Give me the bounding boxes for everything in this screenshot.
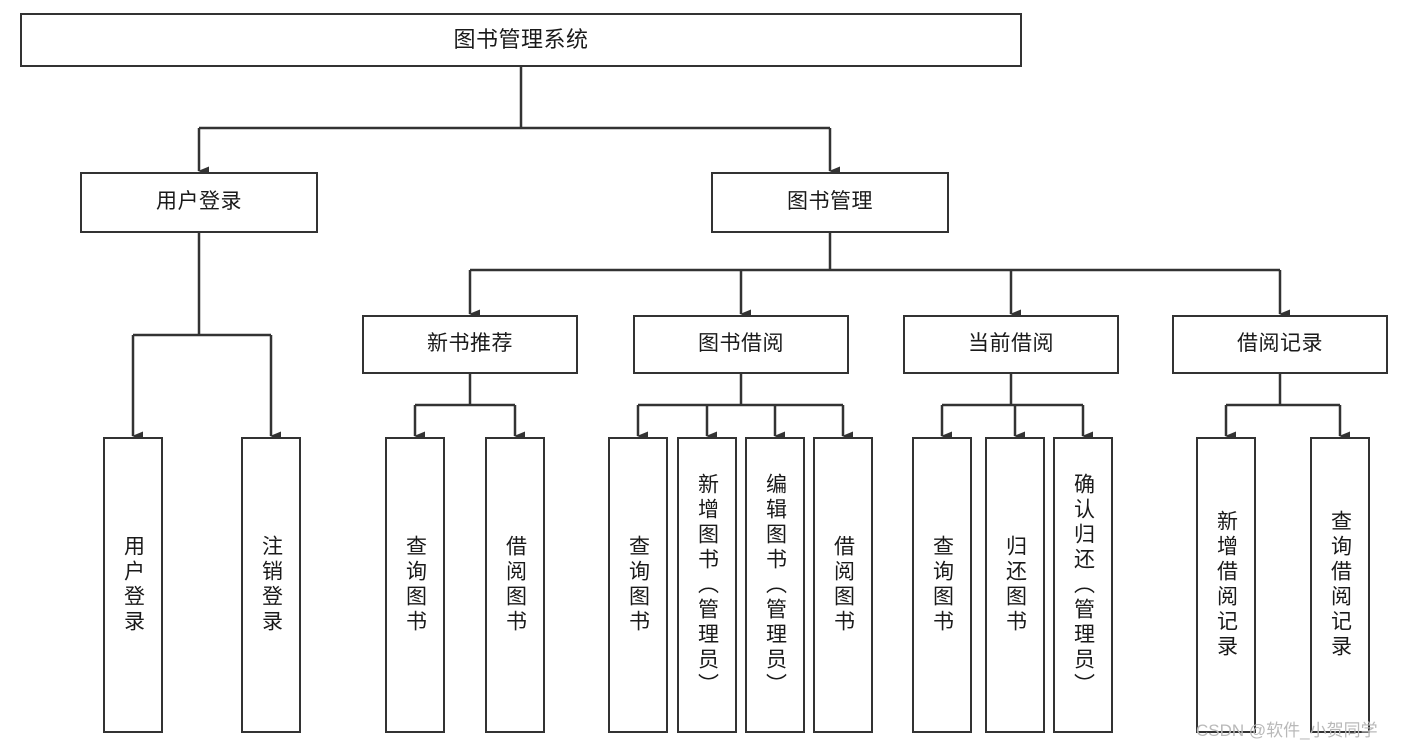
node-label: 新书推荐 [427, 332, 513, 356]
node-label: 借阅图书 [503, 535, 527, 635]
node-label: 确认归还（管理员） [1071, 472, 1095, 698]
node-label: 新增借阅记录 [1214, 510, 1238, 660]
node-root[interactable]: 图书管理系统 [20, 13, 1022, 67]
node-label: 查询图书 [930, 535, 954, 635]
node-label: 图书管理系统 [453, 27, 589, 53]
node-label: 图书管理 [787, 190, 873, 214]
node-label: 用户登录 [121, 535, 145, 635]
node-new-book-rec[interactable]: 新书推荐 [362, 315, 578, 374]
node-leaf-query-record[interactable]: 查询借阅记录 [1310, 437, 1370, 733]
node-leaf-user-login[interactable]: 用户登录 [103, 437, 163, 733]
node-label: 查询借阅记录 [1328, 510, 1352, 660]
edge-group [131, 67, 1350, 441]
node-leaf-query-book-current[interactable]: 查询图书 [912, 437, 972, 733]
node-label: 编辑图书（管理员） [763, 472, 787, 698]
node-label: 注销登录 [259, 535, 283, 635]
node-leaf-query-book-rec[interactable]: 查询图书 [385, 437, 445, 733]
node-label: 图书借阅 [698, 332, 784, 356]
node-leaf-borrow-book[interactable]: 借阅图书 [813, 437, 873, 733]
node-label: 查询图书 [626, 535, 650, 635]
node-current-borrow[interactable]: 当前借阅 [903, 315, 1119, 374]
node-label: 当前借阅 [968, 332, 1054, 356]
node-book-manage[interactable]: 图书管理 [711, 172, 949, 233]
node-book-borrow[interactable]: 图书借阅 [633, 315, 849, 374]
node-leaf-query-book-borrow[interactable]: 查询图书 [608, 437, 668, 733]
node-leaf-user-logout[interactable]: 注销登录 [241, 437, 301, 733]
node-label: 新增图书（管理员） [695, 472, 719, 698]
node-label: 借阅图书 [831, 535, 855, 635]
node-label: 归还图书 [1003, 535, 1027, 635]
node-leaf-confirm-return[interactable]: 确认归还（管理员） [1053, 437, 1113, 733]
node-leaf-edit-book[interactable]: 编辑图书（管理员） [745, 437, 805, 733]
node-label: 借阅记录 [1237, 332, 1323, 356]
node-leaf-return-book[interactable]: 归还图书 [985, 437, 1045, 733]
node-leaf-add-book[interactable]: 新增图书（管理员） [677, 437, 737, 733]
node-label: 用户登录 [156, 190, 242, 214]
node-borrow-record[interactable]: 借阅记录 [1172, 315, 1388, 374]
node-user-login[interactable]: 用户登录 [80, 172, 318, 233]
node-label: 查询图书 [403, 535, 427, 635]
node-leaf-add-record[interactable]: 新增借阅记录 [1196, 437, 1256, 733]
node-leaf-borrow-book-rec[interactable]: 借阅图书 [485, 437, 545, 733]
